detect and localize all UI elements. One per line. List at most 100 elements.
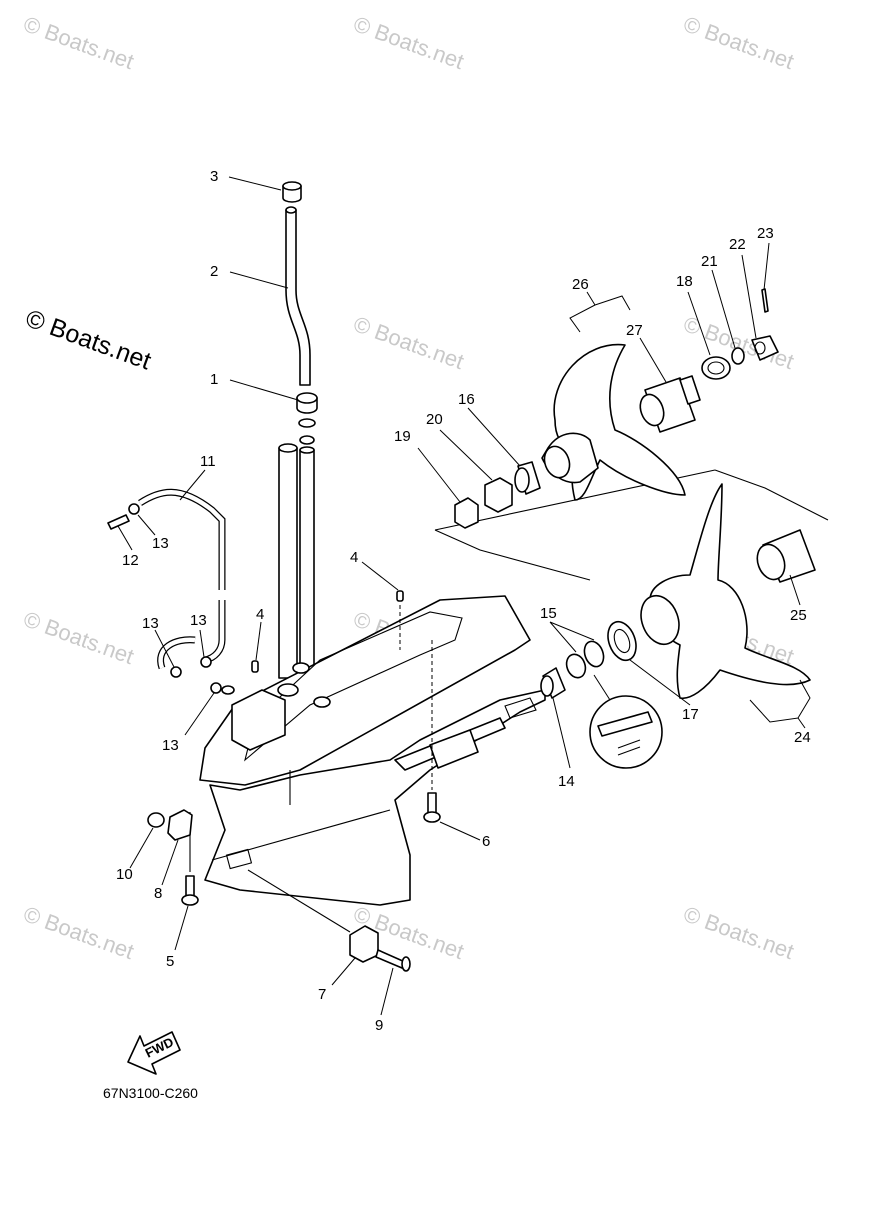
washer [298, 418, 316, 428]
hardware [147, 590, 441, 972]
pump-housing [231, 689, 286, 751]
callout-14: 14 [558, 773, 575, 790]
hose-loop-fill [158, 637, 196, 669]
leader-13b [199, 629, 205, 658]
callout-13c: 13 [142, 615, 159, 632]
water-tube-assembly [278, 181, 318, 679]
bolt-head [423, 811, 441, 823]
leader-3 [228, 176, 282, 191]
grommet-top [282, 181, 302, 191]
watermark: © Boats.net [350, 11, 467, 74]
shaft-collar [429, 729, 479, 769]
clip-part-13 [210, 682, 222, 694]
callout-13d: 13 [162, 737, 179, 754]
cotter-pin-part-23 [761, 288, 769, 313]
spacer-hole [613, 628, 631, 654]
bolt-part-5 [185, 875, 195, 897]
washer [299, 435, 315, 445]
callout-25: 25 [790, 607, 807, 624]
spacer-face [514, 467, 530, 493]
callout-13b: 13 [190, 612, 207, 629]
watermark: © Boats.net [20, 11, 137, 74]
boss [292, 662, 310, 674]
detail-leader [593, 674, 611, 701]
nut-hole [754, 341, 766, 355]
washer-part-15 [565, 653, 587, 679]
hose-assembly [107, 488, 235, 695]
propeller-part-24 [649, 483, 811, 699]
propeller-upper-group [434, 288, 779, 531]
leader-2 [229, 271, 289, 289]
dowel-pin-part-4 [251, 660, 259, 673]
gearcase-contour [211, 809, 391, 861]
leader-13c [154, 629, 175, 668]
fwd-arrow: FWD [127, 1031, 181, 1075]
leader-12 [117, 525, 133, 551]
detail-pin [597, 711, 653, 737]
leader-17 [629, 659, 691, 706]
pin-part-4 [396, 590, 404, 602]
hose-loop-outline [157, 636, 196, 670]
leader-11 [179, 469, 206, 501]
callout-24: 24 [794, 729, 811, 746]
callout-3: 3 [210, 168, 218, 185]
leader-9 [380, 967, 394, 1016]
watermark: © Boats.net [350, 311, 467, 374]
leader-4b [255, 621, 262, 661]
washer-part-15 [583, 640, 605, 668]
leader-23 [763, 242, 770, 291]
callout-6: 6 [482, 833, 490, 850]
callout-18: 18 [676, 273, 693, 290]
callout-17: 17 [682, 706, 699, 723]
hub-front [543, 445, 571, 479]
leader-26 [569, 291, 631, 333]
callout-5: 5 [166, 953, 174, 970]
leader-27 [639, 337, 667, 383]
water-pipe [299, 449, 315, 671]
callout-15: 15 [540, 605, 557, 622]
callout-21: 21 [701, 253, 718, 270]
detail-clip [617, 739, 641, 756]
callout-4b: 4 [256, 606, 264, 623]
callout-16: 16 [458, 391, 475, 408]
callout-11: 11 [200, 453, 216, 470]
leader-13 [137, 514, 156, 536]
seal-top [296, 392, 318, 404]
drive-shaft-top [278, 443, 298, 453]
drive-shaft [278, 447, 298, 679]
clip-part-13 [170, 666, 182, 678]
watermark: © Boats.net [20, 901, 137, 964]
leader-6 [439, 821, 481, 841]
callout-4: 4 [350, 549, 358, 566]
tab-washer-part-19 [454, 497, 479, 529]
bolt-head [181, 894, 199, 906]
shaft-seat [277, 683, 299, 697]
bolt-part-6 [427, 792, 437, 814]
anode-part-7 [349, 925, 379, 963]
leader-13d [184, 692, 215, 736]
leader-lines [117, 176, 811, 1016]
watermark: © Boats.net [680, 901, 797, 964]
bolt-part-9 [375, 949, 406, 969]
leader-10 [129, 827, 154, 869]
fitting [221, 685, 235, 695]
leader-14 [552, 697, 571, 769]
leader-21 [711, 269, 736, 349]
water-tube-end [285, 206, 297, 214]
callout-7: 7 [318, 986, 326, 1003]
washer-part-21 [731, 347, 745, 365]
leader-25 [789, 574, 801, 606]
watermark: © Boats.net [680, 11, 797, 74]
lower-casing [199, 595, 546, 906]
hose-part-11-fill [138, 490, 225, 590]
leader-22 [741, 254, 757, 339]
callout-20: 20 [426, 411, 443, 428]
leader-5 [174, 905, 189, 951]
washer-part-18 [701, 356, 731, 380]
leader-1 [229, 379, 299, 401]
callout-12: 12 [122, 552, 139, 569]
nut-part-10 [147, 812, 165, 828]
washer-part-20 [484, 477, 513, 513]
bolt-head [401, 956, 411, 972]
